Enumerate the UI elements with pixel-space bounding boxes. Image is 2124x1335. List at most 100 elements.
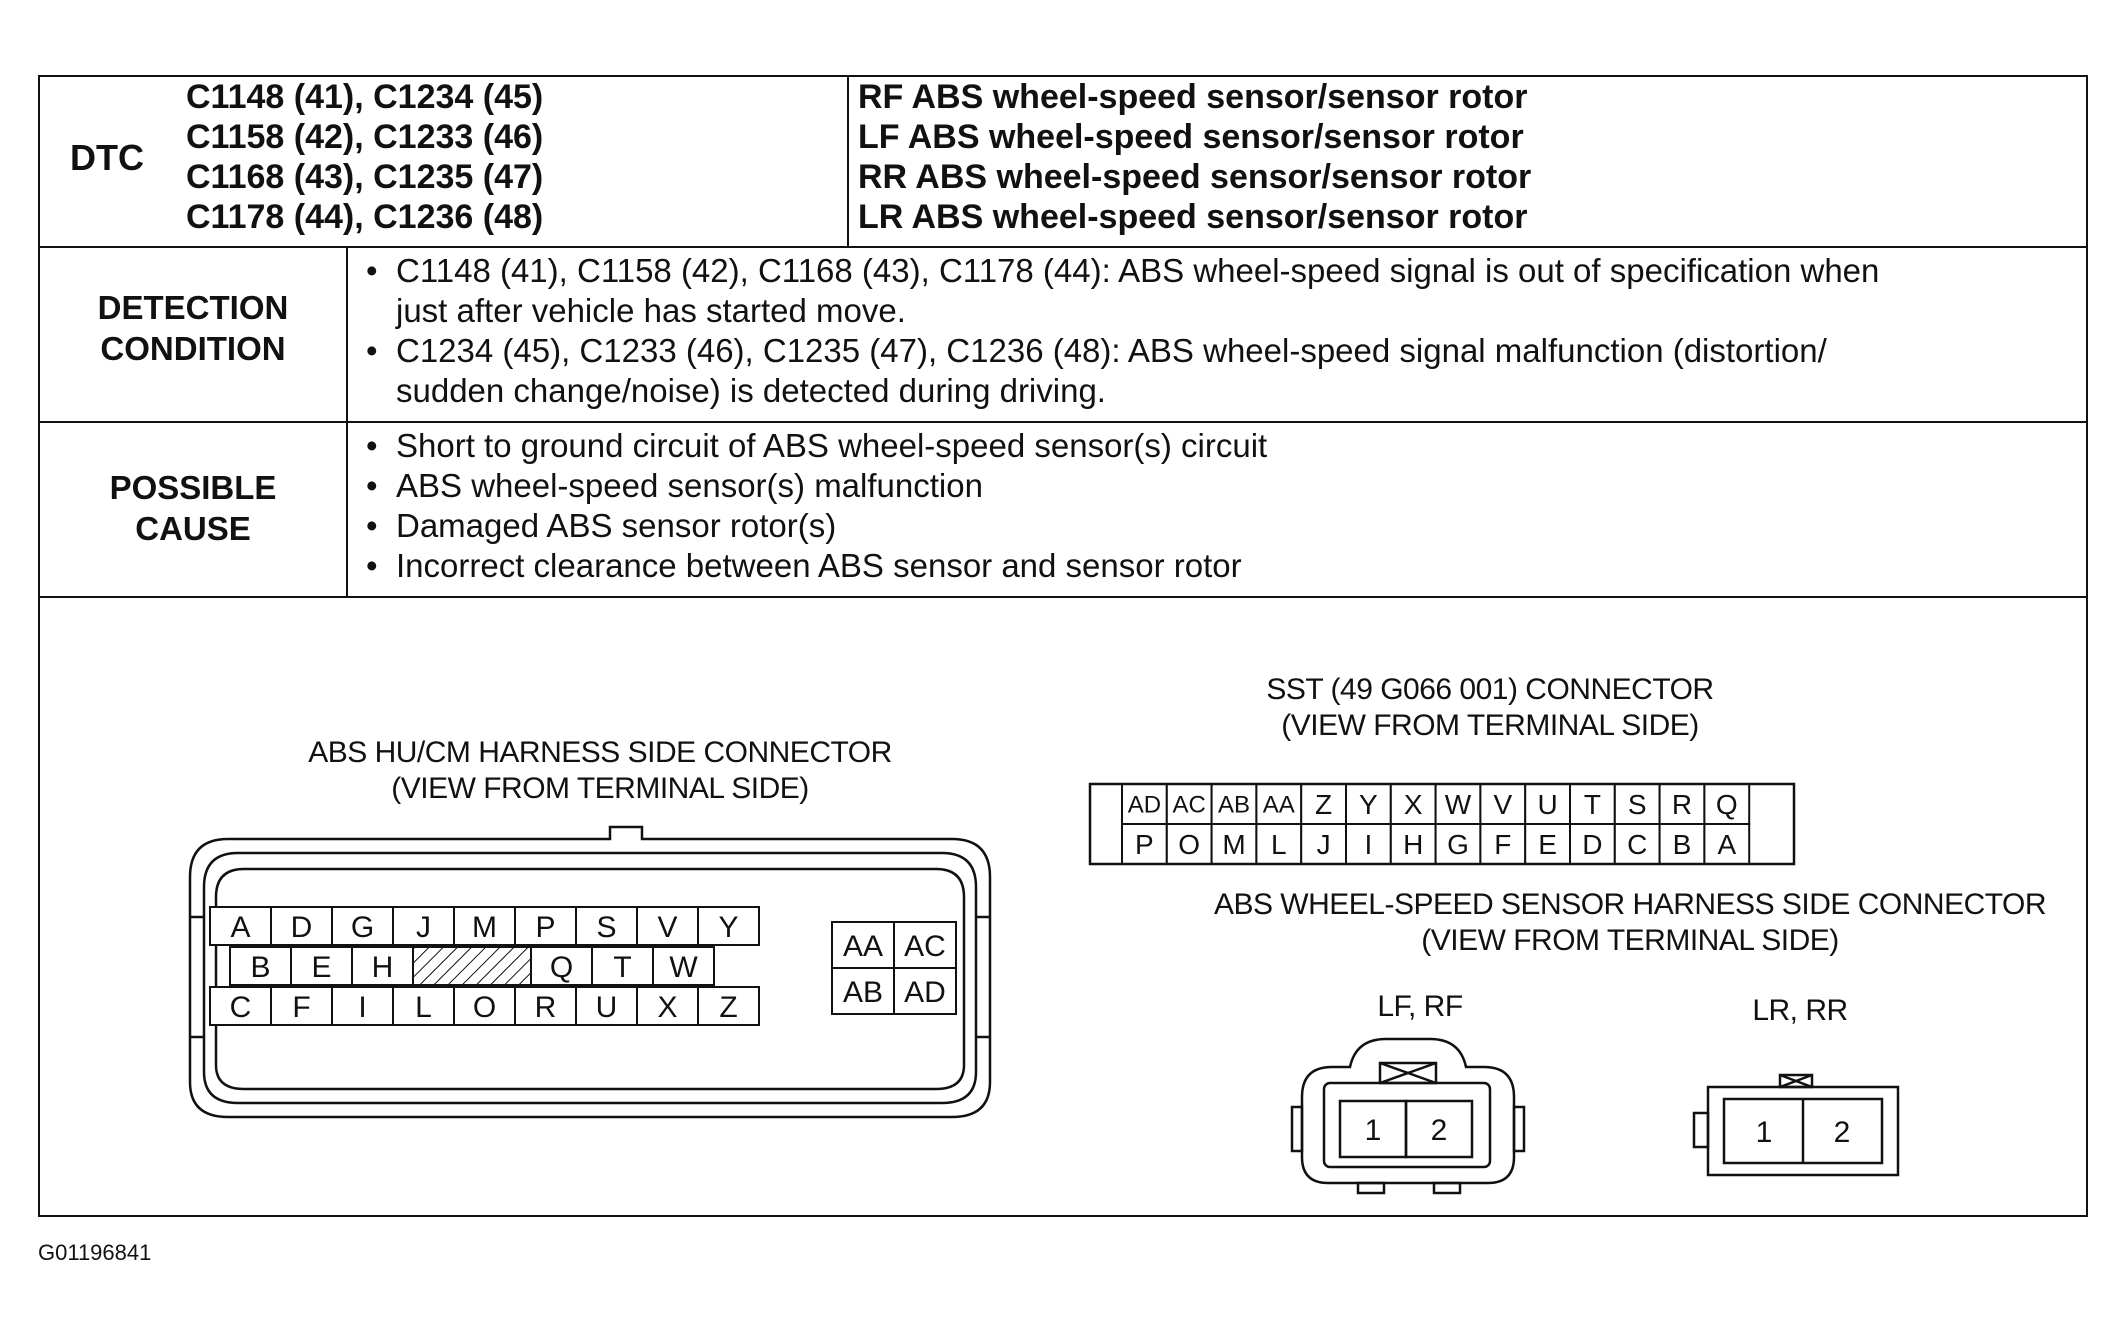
detection-condition-list: C1148 (41), C1158 (42), C1168 (43), C117… [348, 251, 1879, 411]
wheel-connector-title: ABS WHEEL-SPEED SENSOR HARNESS SIDE CONN… [1213, 888, 2047, 957]
front-wheel-connector [1290, 1037, 1526, 1195]
hucm-pin-label: U [596, 991, 618, 1024]
sst-pin-label: F [1494, 829, 1511, 860]
sst-pin-cell [1524, 783, 1571, 825]
possible-cause-list: Short to ground circuit of ABS wheel-spe… [348, 426, 1267, 586]
hucm-pin-label: D [291, 911, 313, 944]
hucm-pin-cell [392, 986, 455, 1026]
dtc-codes: C1168 (43), C1235 (47) [186, 158, 544, 196]
hucm-blocked-cavity [412, 946, 532, 986]
wheel-pin-label: 1 [1756, 1116, 1773, 1149]
hucm-pin-label: A [230, 911, 250, 944]
hucm-pin-cell [229, 946, 292, 986]
detection-item: C1234 (45), C1233 (46), C1235 (47), C123… [348, 331, 1879, 411]
sst-pin-label: R [1672, 789, 1692, 820]
wheel-pin-label: 1 [1365, 1114, 1382, 1147]
sst-pin-cell [1121, 823, 1168, 865]
hucm-pin-label: L [415, 991, 432, 1024]
hucm-pin-cell [514, 906, 577, 946]
hucm-pin-cell [331, 906, 394, 946]
hucm-pin-label: M [472, 911, 497, 944]
cause-item: Incorrect clearance between ABS sensor a… [348, 546, 1267, 586]
hucm-pin-cell [209, 986, 272, 1026]
hucm-pin-cell [392, 906, 455, 946]
rear-connector-label: LR, RR [1752, 994, 1848, 1027]
hucm-pin-label: H [372, 951, 394, 984]
hucm-pin-label: V [657, 911, 677, 944]
hucm-connector [188, 825, 992, 1119]
dtc-description: RF ABS wheel-speed sensor/sensor rotor [858, 78, 1528, 116]
sst-pin-label: A [1717, 829, 1736, 860]
sst-connector-title: SST (49 G066 001) CONNECTOR (VIEW FROM T… [1266, 673, 1714, 742]
hucm-pin-label: Z [719, 991, 737, 1024]
detection-condition-label: DETECTION CONDITION [40, 287, 346, 369]
diagnostic-sheet: DTC C1148 (41), C1234 (45) C1158 (42), C… [38, 75, 2088, 1217]
hucm-pin-cell [636, 986, 699, 1026]
wheel-pin-label: 2 [1431, 1114, 1448, 1147]
hucm-pin-label: B [250, 951, 270, 984]
hucm-pin-label: AA [843, 930, 883, 963]
sst-pin-cell [1479, 783, 1527, 825]
hucm-pin-label: C [230, 991, 252, 1024]
sst-pin-label: AA [1263, 792, 1295, 819]
dtc-description: LR ABS wheel-speed sensor/sensor rotor [858, 198, 1528, 236]
sst-pin-label: J [1317, 829, 1331, 860]
dtc-label: DTC [70, 137, 144, 178]
hucm-pin-cell [270, 906, 333, 946]
possible-cause-label: POSSIBLE CAUSE [40, 467, 346, 549]
figure-code: G01196841 [38, 1240, 152, 1265]
hucm-pin-cell [652, 946, 715, 986]
sst-pin-cell [1613, 783, 1661, 825]
label-line: POSSIBLE [109, 469, 277, 506]
sst-pin-label: O [1178, 829, 1200, 860]
hucm-connector-title: ABS HU/CM HARNESS SIDE CONNECTOR (VIEW F… [308, 736, 892, 805]
sst-pin-label: Z [1315, 789, 1332, 820]
divider [40, 596, 2086, 598]
hucm-pin-label: X [657, 991, 677, 1024]
hucm-pin-cell [697, 986, 760, 1026]
sst-pin-cell [1703, 783, 1751, 825]
hucm-pin-label: T [613, 951, 631, 984]
sst-pin-label: B [1673, 829, 1692, 860]
dtc-codes-list: C1148 (41), C1234 (45) C1158 (42), C1233… [186, 77, 543, 237]
sst-connector [1088, 782, 1796, 866]
hucm-pin-label: AB [843, 976, 883, 1009]
sst-pin-label: L [1271, 829, 1287, 860]
sst-pin-label: H [1403, 829, 1423, 860]
hucm-pin-cell [893, 921, 957, 969]
sst-pin-label: X [1404, 789, 1423, 820]
sst-pin-cell [1389, 783, 1437, 825]
sst-pin-label: S [1628, 789, 1647, 820]
hucm-pin-label: P [535, 911, 555, 944]
divider [40, 246, 2086, 248]
hucm-pin-label: G [351, 911, 374, 944]
hucm-pin-cell [575, 906, 638, 946]
sst-pin-cell [1210, 783, 1258, 825]
sst-pin-label: AC [1173, 792, 1206, 819]
sst-pin-label: D [1582, 829, 1602, 860]
sst-pin-label: T [1584, 789, 1601, 820]
sst-pin-label: C [1627, 829, 1647, 860]
hucm-pin-label: W [669, 951, 698, 984]
hucm-pin-label: E [311, 951, 331, 984]
cause-item: ABS wheel-speed sensor(s) malfunction [348, 466, 1267, 506]
dtc-description-list: RF ABS wheel-speed sensor/sensor rotor L… [858, 77, 1531, 237]
hucm-pin-cell [575, 986, 638, 1026]
divider [847, 77, 849, 246]
sst-pin-cell [1703, 823, 1751, 865]
hucm-pin-label: I [358, 991, 366, 1024]
detection-item: C1148 (41), C1158 (42), C1168 (43), C117… [348, 251, 1879, 331]
sst-pin-cell [1658, 783, 1706, 825]
sst-pin-cell [1210, 823, 1258, 865]
dtc-codes: C1158 (42), C1233 (46) [186, 118, 544, 156]
cause-item: Short to ground circuit of ABS wheel-spe… [348, 426, 1267, 466]
hucm-pin-label: J [416, 911, 431, 944]
dtc-description: LF ABS wheel-speed sensor/sensor rotor [858, 118, 1524, 156]
wheel-pin-label: 2 [1834, 1116, 1851, 1149]
sst-pin-label: AB [1218, 792, 1250, 819]
sst-pin-cell [1300, 823, 1347, 865]
sst-pin-cell [1345, 783, 1392, 825]
hucm-pin-cell [270, 986, 333, 1026]
label-line: CONDITION [100, 330, 286, 367]
